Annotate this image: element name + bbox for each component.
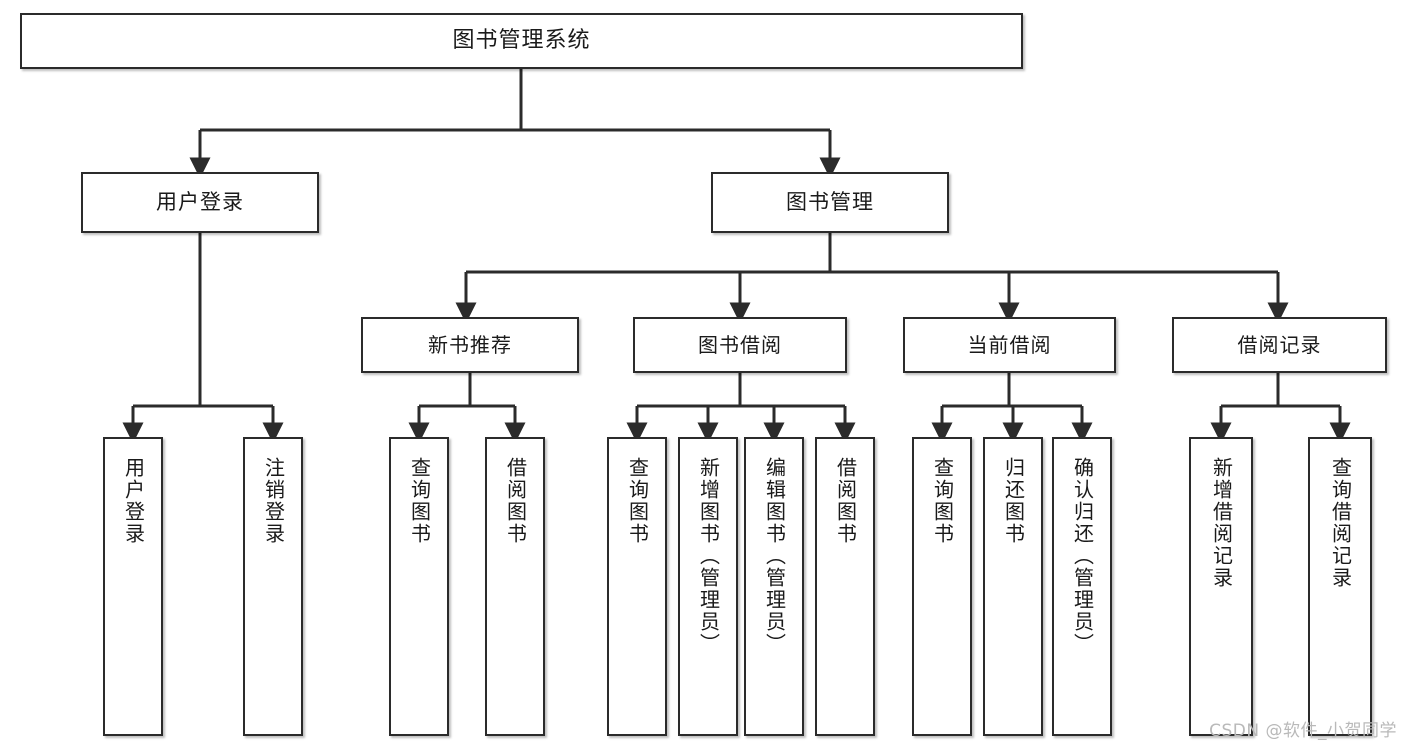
node-leaf-12[interactable]: 新增借阅记录	[1189, 437, 1253, 736]
node-label: 借阅图书	[833, 457, 858, 545]
node-label: 图书管理	[786, 190, 874, 215]
node-leaf-10[interactable]: 归还图书	[983, 437, 1043, 736]
node-level1-2[interactable]: 图书管理	[711, 172, 949, 233]
node-label: 用户登录	[121, 457, 146, 545]
node-leaf-3[interactable]: 查询图书	[389, 437, 449, 736]
node-label: 查询借阅记录	[1328, 457, 1353, 589]
node-label: 当前借阅	[967, 332, 1052, 357]
node-leaf-4[interactable]: 借阅图书	[485, 437, 545, 736]
node-leaf-7[interactable]: 编辑图书（管理员）	[744, 437, 804, 736]
node-label: 确认归还（管理员）	[1070, 457, 1095, 655]
node-leaf-8[interactable]: 借阅图书	[815, 437, 875, 736]
node-level2-1[interactable]: 新书推荐	[361, 317, 579, 373]
node-label: 新增图书（管理员）	[696, 457, 721, 655]
node-label: 用户登录	[156, 190, 244, 215]
node-level1-1[interactable]: 用户登录	[81, 172, 319, 233]
node-label: 注销登录	[261, 457, 286, 545]
watermark-text: CSDN @软件_小贺同学	[1209, 721, 1397, 741]
node-level2-4[interactable]: 借阅记录	[1172, 317, 1387, 373]
node-label: 新书推荐	[428, 332, 512, 357]
node-label: 借阅图书	[503, 457, 528, 545]
node-leaf-11[interactable]: 确认归还（管理员）	[1052, 437, 1112, 736]
node-label: 图书管理系统	[452, 28, 591, 54]
node-leaf-13[interactable]: 查询借阅记录	[1308, 437, 1372, 736]
node-level2-2[interactable]: 图书借阅	[633, 317, 847, 373]
node-leaf-9[interactable]: 查询图书	[912, 437, 972, 736]
node-label: 编辑图书（管理员）	[762, 457, 787, 655]
node-label: 查询图书	[407, 457, 432, 545]
node-label: 归还图书	[1001, 457, 1026, 545]
node-level2-3[interactable]: 当前借阅	[903, 317, 1116, 373]
node-label: 查询图书	[625, 457, 650, 545]
node-leaf-2[interactable]: 注销登录	[243, 437, 303, 736]
node-label: 新增借阅记录	[1209, 457, 1234, 589]
node-leaf-5[interactable]: 查询图书	[607, 437, 667, 736]
node-label: 图书借阅	[698, 332, 782, 357]
node-root-system[interactable]: 图书管理系统	[20, 13, 1023, 69]
node-leaf-1[interactable]: 用户登录	[103, 437, 163, 736]
node-label: 借阅记录	[1237, 332, 1322, 357]
node-label: 查询图书	[930, 457, 955, 545]
node-leaf-6[interactable]: 新增图书（管理员）	[678, 437, 738, 736]
